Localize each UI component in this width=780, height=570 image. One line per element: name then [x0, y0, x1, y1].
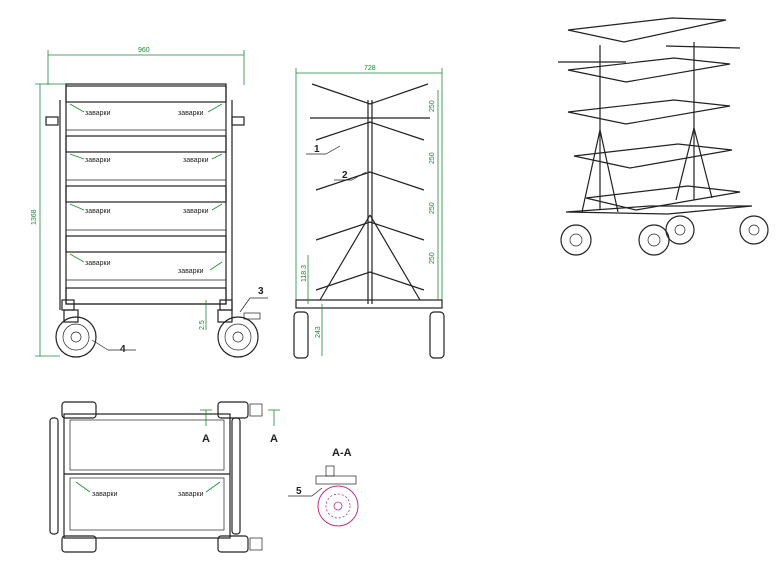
callout-4: 4 — [120, 344, 126, 355]
side-pitch-4: 250 — [429, 252, 436, 264]
callout-3: 3 — [258, 286, 264, 297]
iso-wheel-2 — [638, 224, 670, 256]
side-pitch-3: 250 — [429, 202, 436, 214]
section-marker-right: A — [270, 433, 278, 445]
side-view: 728 250 250 250 250 118.3 243 1 — [293, 65, 445, 359]
weld-label: заварки — [178, 110, 204, 117]
weld-label: заварки — [183, 157, 209, 164]
weld-label: заварки — [85, 260, 111, 267]
callout-1: 1 — [314, 144, 320, 155]
section-marker-left: A — [202, 433, 210, 445]
isometric-view — [558, 17, 769, 256]
side-wheel-dim: 243 — [315, 326, 322, 338]
iso-wheel-1 — [560, 224, 592, 256]
weld-label: заварки — [92, 491, 118, 498]
weld-label: заварки — [183, 208, 209, 215]
weld-label: заварки — [178, 268, 204, 275]
weld-label: заварки — [85, 208, 111, 215]
front-view: 960 1368 заварки заварки заварки — [31, 47, 268, 358]
iso-wheel-4 — [739, 215, 769, 245]
side-pitch-1: 250 — [429, 100, 436, 112]
top-view: заварки заварки A A — [49, 401, 280, 553]
front-left-wheel — [55, 309, 97, 358]
weld-gap-dim: 2.5 — [199, 320, 206, 330]
side-pitch-2: 250 — [429, 152, 436, 164]
section-view: A-A 5 — [288, 447, 359, 527]
callout-5: 5 — [296, 486, 302, 497]
iso-wheel-3 — [665, 215, 695, 245]
section-title: A-A — [332, 447, 352, 459]
front-height-dim: 1368 — [31, 209, 38, 225]
weld-label: заварки — [85, 157, 111, 164]
front-width-dim: 960 — [138, 47, 150, 54]
weld-label: заварки — [178, 491, 204, 498]
callout-2: 2 — [342, 170, 348, 181]
weld-label: заварки — [85, 110, 111, 117]
side-bottom-dim: 118.3 — [301, 265, 308, 282]
front-right-wheel — [217, 309, 261, 358]
side-width-dim: 728 — [364, 65, 376, 72]
